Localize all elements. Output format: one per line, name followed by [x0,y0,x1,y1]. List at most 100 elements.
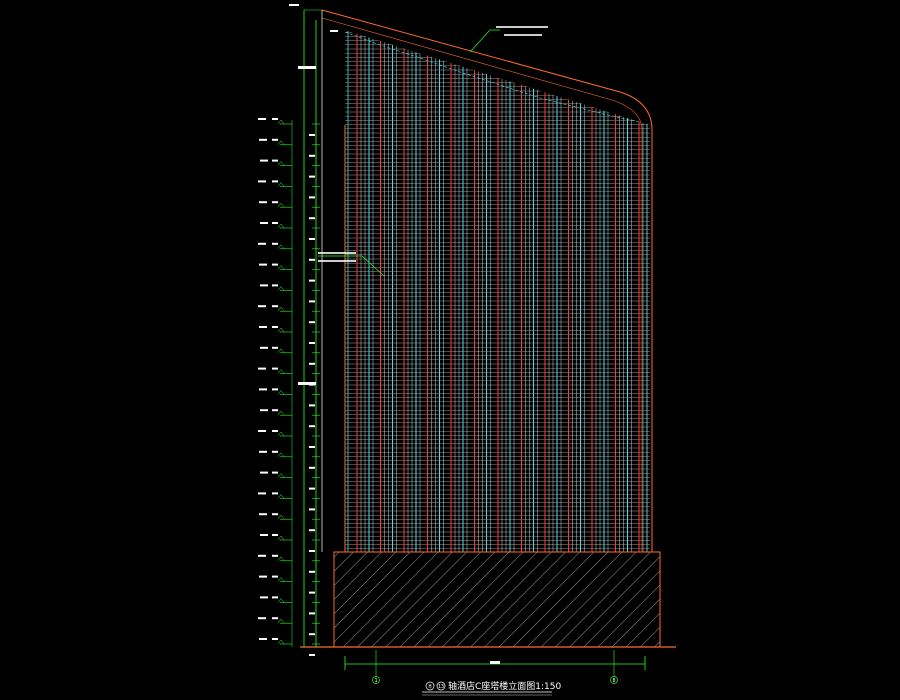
elevation-label [259,450,267,453]
elevation-triangle [277,431,285,437]
floor-height-label [309,570,315,573]
segment-height-label [298,66,316,69]
elevation-label [259,263,267,266]
elevation-label [272,263,278,266]
elevation-label [272,430,278,432]
floor-height-label [309,134,315,136]
roof-inner-line [321,17,643,552]
building-outline [321,9,653,552]
title-axis-label-end: 13 [438,684,444,690]
elevation-triangle [277,493,285,499]
floor-height-label [309,279,315,282]
elevation-label [272,638,278,640]
podium-hatch [333,551,661,648]
floor-height-label [309,487,315,490]
floor-height-label [309,404,315,407]
elevation-label [272,242,278,245]
elevation-label [272,222,278,224]
elevation-label [260,159,268,162]
floor-height-label [309,529,315,532]
elevation-triangle [277,535,285,541]
elevation-triangle [277,514,285,520]
floor-height-label [309,612,315,615]
elevation-label [272,138,278,141]
elevation-label [259,201,267,204]
floor-height-label [309,342,315,344]
elevation-label [258,430,266,432]
elevation-label [272,305,278,308]
overall-height-label [289,4,299,6]
elevation-triangle [277,473,285,478]
axis-label-left: 1 [374,678,377,684]
floor-height-label [309,508,315,511]
roof-note-line-1 [496,26,548,28]
bottom-dimension: 1 8 [344,650,646,684]
facade-note-line-2 [318,260,356,262]
elevation-triangle [277,306,285,312]
elevation-triangle [277,161,285,166]
elevation-triangle [277,556,285,561]
elevation-label [272,471,278,474]
elevation-label [259,513,267,516]
elevation-triangle [277,577,285,582]
elevation-label [272,118,278,120]
bottom-dimension-value [490,661,500,664]
elevation-triangle [277,639,285,645]
floor-height-label [309,300,315,303]
elevation-label [260,409,268,412]
elevation-label [260,471,268,474]
elevation-label [258,305,266,308]
elevation-label [258,180,266,183]
axis-bubble-left [372,676,380,684]
elevation-triangle [277,119,285,125]
elevation-triangle [277,389,285,395]
roof-note-line-2 [504,34,542,36]
floor-height-label [309,383,315,386]
elevation-label [272,450,278,453]
floor-height-label [309,154,315,157]
vertical-dimension-chain [258,4,338,656]
segment-height-label [298,382,316,385]
title-axis-label-start: H [428,684,431,690]
elevation-label [260,346,268,349]
elevation-label [258,118,266,120]
elevation-label [259,575,267,578]
elevation-triangle [277,410,285,416]
floor-height-label [309,321,315,324]
floor-height-label [309,258,315,261]
elevation-label [259,638,267,640]
axis-label-right: 8 [612,678,615,684]
elevation-label [272,326,278,328]
parapet-label [330,30,338,32]
floor-height-label [309,217,315,220]
elevation-triangle [277,327,285,333]
elevation-label [272,534,278,536]
elevation-label [258,492,266,495]
floor-height-label [309,466,315,469]
elevation-label [260,222,268,224]
elevation-label [272,346,278,349]
elevation-label [258,242,266,245]
roof-leader-line [469,29,500,53]
elevation-label [259,388,267,391]
floor-height-label [309,654,315,656]
drawing-title: 轴酒店C座塔楼立面图1:150 [448,680,561,692]
roof-soffit-line [344,31,641,123]
title-axis-bubble-end [436,681,446,691]
floor-height-label [309,362,315,365]
title-axis-bubble-start [425,681,435,691]
elevation-triangle [277,140,285,145]
elevation-triangle [277,202,285,208]
elevation-label [260,284,268,287]
elevation-label [272,596,278,599]
elevation-label [272,367,278,370]
elevation-triangle [277,285,285,291]
axis-bubble-right [610,676,618,684]
elevation-triangle [277,181,285,187]
facade-leader-line [318,255,385,277]
elevation-label [272,180,278,183]
floor-height-label [309,238,315,240]
elevation-triangle [277,597,285,603]
roof-outline [321,9,653,552]
